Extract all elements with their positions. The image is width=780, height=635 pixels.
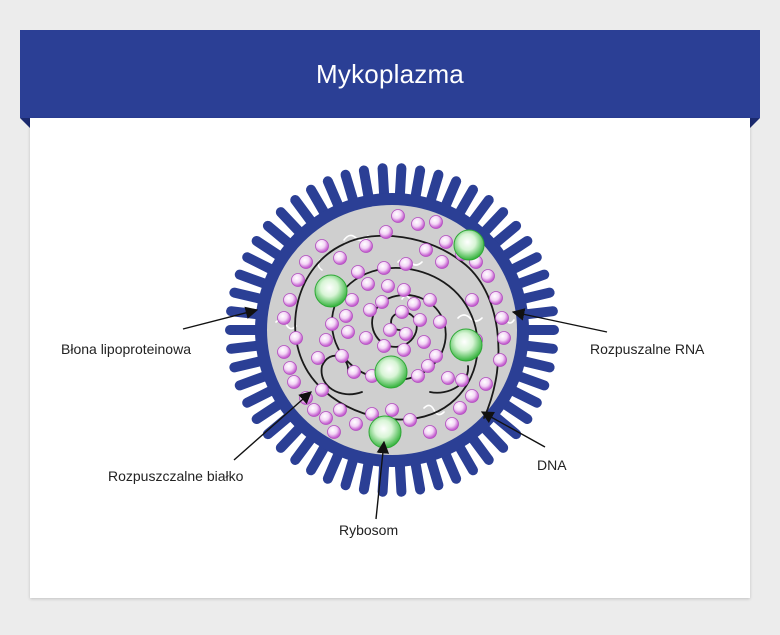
protein-particle [481,269,495,283]
protein-particle [283,361,297,375]
label-ribosome: Rybosom [339,522,399,538]
protein-particle [429,215,443,229]
protein-particle [315,383,329,397]
protein-particle [385,403,399,417]
protein-particle [435,255,449,269]
protein-particle [283,293,297,307]
protein-particle [277,311,291,325]
banner-fold-left [20,118,30,128]
label-protein: Rozpuszczalne białko [108,468,244,484]
protein-particle [399,327,413,341]
protein-particle [433,315,447,329]
protein-particle [441,371,455,385]
ribosome-particle [374,355,408,389]
protein-particle [299,255,313,269]
protein-particle [453,401,467,415]
page-title: Mykoplazma [316,58,464,89]
protein-particle [361,277,375,291]
ribosomes [314,229,485,449]
protein-particle [311,351,325,365]
protein-particle [493,353,507,367]
protein-particle [445,417,459,431]
protein-particle [411,369,425,383]
protein-particle [429,349,443,363]
protein-particle [413,313,427,327]
protein-particle [423,293,437,307]
protein-particle [377,339,391,353]
arrow-membrane [182,306,259,330]
protein-particle [359,239,373,253]
protein-particle [391,209,405,223]
protein-particle [287,375,301,389]
protein-particle [417,335,431,349]
protein-particle [363,303,377,317]
callout-arrows [182,306,608,520]
protein-particle [419,243,433,257]
protein-particle [327,425,341,439]
protein-particle [455,373,469,387]
protein-particle [479,377,493,391]
protein-particle [277,345,291,359]
protein-particle [399,257,413,271]
ribosome-particle [449,328,483,362]
arrow-protein [233,391,312,461]
protein-particle [377,261,391,275]
protein-particle [359,331,373,345]
label-dna: DNA [537,457,567,473]
protein-particle [351,265,365,279]
protein-particle [465,389,479,403]
arrow-rna [511,308,608,333]
protein-particle [345,293,359,307]
protein-particle [319,411,333,425]
protein-particle [307,403,321,417]
protein-particle [339,309,353,323]
protein-particle [497,331,511,345]
ribosome-particle [314,274,348,308]
arrow-ribosome [375,440,390,520]
protein-particle [489,291,503,305]
protein-particle [411,217,425,231]
protein-particle [381,279,395,293]
protein-particle [325,317,339,331]
protein-particle [403,413,417,427]
protein-particle [379,225,393,239]
protein-particle [397,283,411,297]
arrow-dna [480,411,546,448]
protein-particle [439,235,453,249]
protein-particle [347,365,361,379]
protein-particle [421,359,435,373]
ribosome-particle [368,415,402,449]
ribosome-particle [453,229,485,261]
protein-particle [335,349,349,363]
protein-particle [315,239,329,253]
protein-particle [333,251,347,265]
label-membrane: Błona lipoproteinowa [61,341,191,357]
protein-particle [349,417,363,431]
protein-particle [365,407,379,421]
label-rna: Rozpuszalne RNA [590,341,705,357]
protein-particle [407,297,421,311]
protein-particle [299,391,313,405]
protein-particle [495,311,509,325]
protein-particle [289,331,303,345]
protein-particle [383,323,397,337]
protein-particle [397,343,411,357]
protein-particle [375,295,389,309]
protein-particle [319,333,333,347]
protein-particle [291,273,305,287]
title-banner [20,30,760,118]
banner-fold-right [750,118,760,128]
protein-particle [465,293,479,307]
protein-particle [341,325,355,339]
protein-particle [423,425,437,439]
protein-particle [333,403,347,417]
protein-particle [395,305,409,319]
